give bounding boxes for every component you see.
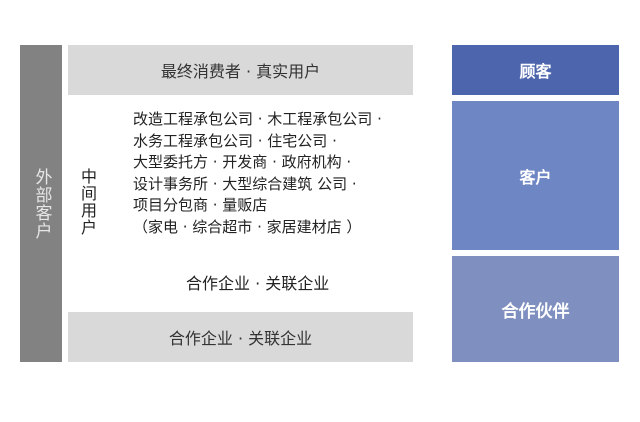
partner-label: 合作伙伴: [501, 301, 570, 322]
partner-enterprise-text: 合作企业 · 关联企业: [186, 274, 330, 293]
list-item: 项目分包商 · 量贩店: [133, 196, 268, 214]
intermediate-user-label: 中间用户: [78, 168, 97, 236]
external-customer-label: 外部客户: [31, 167, 52, 240]
list-item: 水务工程承包公司 · 住宅公司 ·: [133, 131, 337, 150]
list-item: 改造工程承包公司 · 木工程承包公司 ·: [133, 110, 382, 128]
intermediate-user-list: 改造工程承包公司 · 木工程承包公司 · 水务工程承包公司 · 住宅公司 · 大…: [133, 109, 382, 238]
end-consumer-label: 最终消费者 · 真实用户: [160, 62, 321, 81]
list-item: 大型委托方 · 开发商 · 政府机构 ·: [133, 153, 352, 171]
list-item: （家电 · 综合超市 · 家居建材店 ）: [133, 217, 362, 236]
partner-enterprise-box: 合作企业 · 关联企业: [68, 312, 413, 362]
external-customer-bar: 外部客户: [20, 45, 62, 362]
partner-enterprise-label: 合作企业 · 关联企业: [168, 329, 313, 348]
customer-label: 顾客: [519, 62, 552, 81]
client-label: 客户: [519, 167, 552, 187]
client-box: 客户: [452, 101, 619, 250]
partner-box: 合作伙伴: [452, 256, 619, 362]
list-item: 设计事务所 · 大型综合建筑 公司 ·: [133, 174, 357, 193]
customer-box: 顾客: [452, 45, 619, 95]
end-consumer-box: 最终消费者 · 真实用户: [68, 45, 413, 95]
